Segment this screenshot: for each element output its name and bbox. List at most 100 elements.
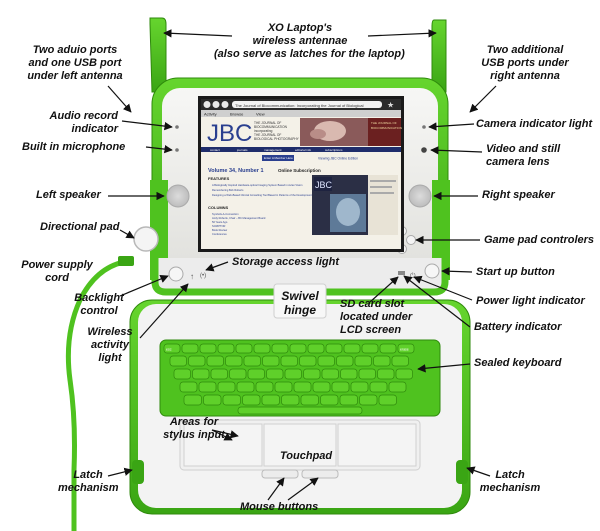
keyboard-key[interactable] [261,394,280,406]
column-2[interactable]: 50 Years Ago [212,220,228,224]
jbc-logo: JBC [207,120,252,147]
column-1[interactable]: Andy Roberts, Chair – BC Management Boar… [212,216,266,220]
tab-browse[interactable]: Browse [230,112,244,117]
keyboard-key[interactable] [395,368,413,380]
keyboard-key[interactable] [235,343,253,354]
keyboard-key[interactable] [188,355,206,367]
keyboard-key[interactable] [303,368,321,380]
view-online-link[interactable]: Viewing JBC Online Edition [318,157,358,161]
keyboard-key[interactable] [358,368,376,380]
keyboard-key[interactable] [247,368,265,380]
keyboard-key[interactable] [325,343,343,354]
keyboard-key[interactable] [361,343,379,354]
keyboard-key[interactable] [293,381,312,393]
keyboard-key[interactable]: esc [163,343,181,354]
keyboard-key[interactable] [199,343,217,354]
keyboard-key[interactable] [379,343,397,354]
space-bar[interactable] [237,406,363,415]
keyboard-key[interactable] [340,368,358,380]
keyboard-key[interactable] [343,343,361,354]
keyboard-key[interactable] [299,355,317,367]
left-antenna [149,17,167,93]
left-mouse-button[interactable] [261,469,299,479]
keyboard-key[interactable] [377,368,395,380]
keyboard-key[interactable] [388,381,407,393]
keyboard-key[interactable] [206,355,224,367]
keyboard-key[interactable] [281,394,300,406]
keyboard-key[interactable] [391,355,409,367]
right-mouse-button[interactable] [301,469,339,479]
latch-left [132,460,144,484]
keyboard-key[interactable] [300,394,319,406]
keyboard-key[interactable] [359,394,378,406]
keyboard-key[interactable]: erase [397,343,415,354]
column-4[interactable]: Book Review [212,228,227,232]
keyboard-key[interactable] [243,355,261,367]
keyboard-key[interactable] [181,343,199,354]
keyboard-key[interactable] [236,381,255,393]
feature-0[interactable]: A Biologically Inspired Hardware-optical… [212,183,303,187]
enter-member-button[interactable] [262,155,294,161]
keyboard-key[interactable] [271,343,289,354]
keyboard-key[interactable] [210,368,228,380]
keyboard-key[interactable] [284,368,302,380]
nav-3[interactable]: editorial info [295,148,312,152]
keyboard-key[interactable] [217,343,235,354]
directional-pad[interactable] [133,226,159,252]
keyboard-key[interactable] [369,381,388,393]
feature-2[interactable]: Designing a Web-Based Clinical Consultin… [212,193,312,197]
keyboard-key[interactable] [331,381,350,393]
nav-1[interactable]: journals [236,148,248,152]
keyboard-key[interactable] [198,381,217,393]
stylus-area-right[interactable] [337,423,417,467]
keyboard-key[interactable] [192,368,210,380]
feature-1[interactable]: Remembering Bob Roberts [212,188,244,192]
keyboard-key[interactable] [179,381,198,393]
directional-pad-label: Directional pad [40,221,120,233]
keyboard-key[interactable] [173,368,191,380]
keyboard-key[interactable] [321,368,339,380]
keyboard-key[interactable] [222,394,241,406]
features-heading: FEATURES [208,176,230,181]
keyboard-key[interactable] [307,343,325,354]
keyboard-key[interactable] [312,381,331,393]
keyboard-key[interactable] [274,381,293,393]
column-5[interactable]: Conferences [212,232,227,236]
keyboard-key[interactable] [289,343,307,354]
keyboard-key[interactable] [350,381,369,393]
keyboard-key[interactable] [266,368,284,380]
keyboard-key[interactable] [203,394,222,406]
keyboard-key[interactable] [280,355,298,367]
nav-2[interactable]: management [264,148,282,152]
column-0[interactable]: Symbols-A-Connection [212,212,239,216]
tab-view[interactable]: View [256,112,265,117]
tab-activity[interactable]: Activity [204,112,217,117]
keyboard-key[interactable] [242,394,261,406]
keyboard-key[interactable] [262,355,280,367]
keyboard-key[interactable] [253,343,271,354]
keyboard-key[interactable] [317,355,335,367]
keyboard-key[interactable] [225,355,243,367]
keyboard-key[interactable] [229,368,247,380]
keyboard-key[interactable] [378,394,397,406]
start-up-button[interactable] [424,263,440,279]
column-3[interactable]: SCRIPTOR [212,224,225,228]
sealed-keyboard[interactable]: esc erase [159,339,441,417]
touchpad[interactable] [263,423,337,467]
keyboard-key[interactable] [336,355,354,367]
nav-0[interactable]: contact [210,148,220,152]
keyboard-key[interactable] [217,381,236,393]
star-icon[interactable]: ★ [387,101,394,110]
keyboard-key[interactable] [373,355,391,367]
keyboard-key[interactable] [255,381,274,393]
stylus-area-left[interactable] [183,423,263,467]
svg-text:THE JOURNAL OF: THE JOURNAL OF [371,121,397,125]
nav-4[interactable]: subscriptions [325,148,343,152]
keyboard-key[interactable] [320,394,339,406]
backlight-control[interactable] [168,266,184,282]
keyboard-key[interactable] [339,394,358,406]
keyboard-key[interactable] [183,394,202,406]
keyboard-key[interactable] [169,355,187,367]
keyboard-key[interactable] [354,355,372,367]
svg-text:BIOCOMMUNICATION: BIOCOMMUNICATION [371,126,402,130]
